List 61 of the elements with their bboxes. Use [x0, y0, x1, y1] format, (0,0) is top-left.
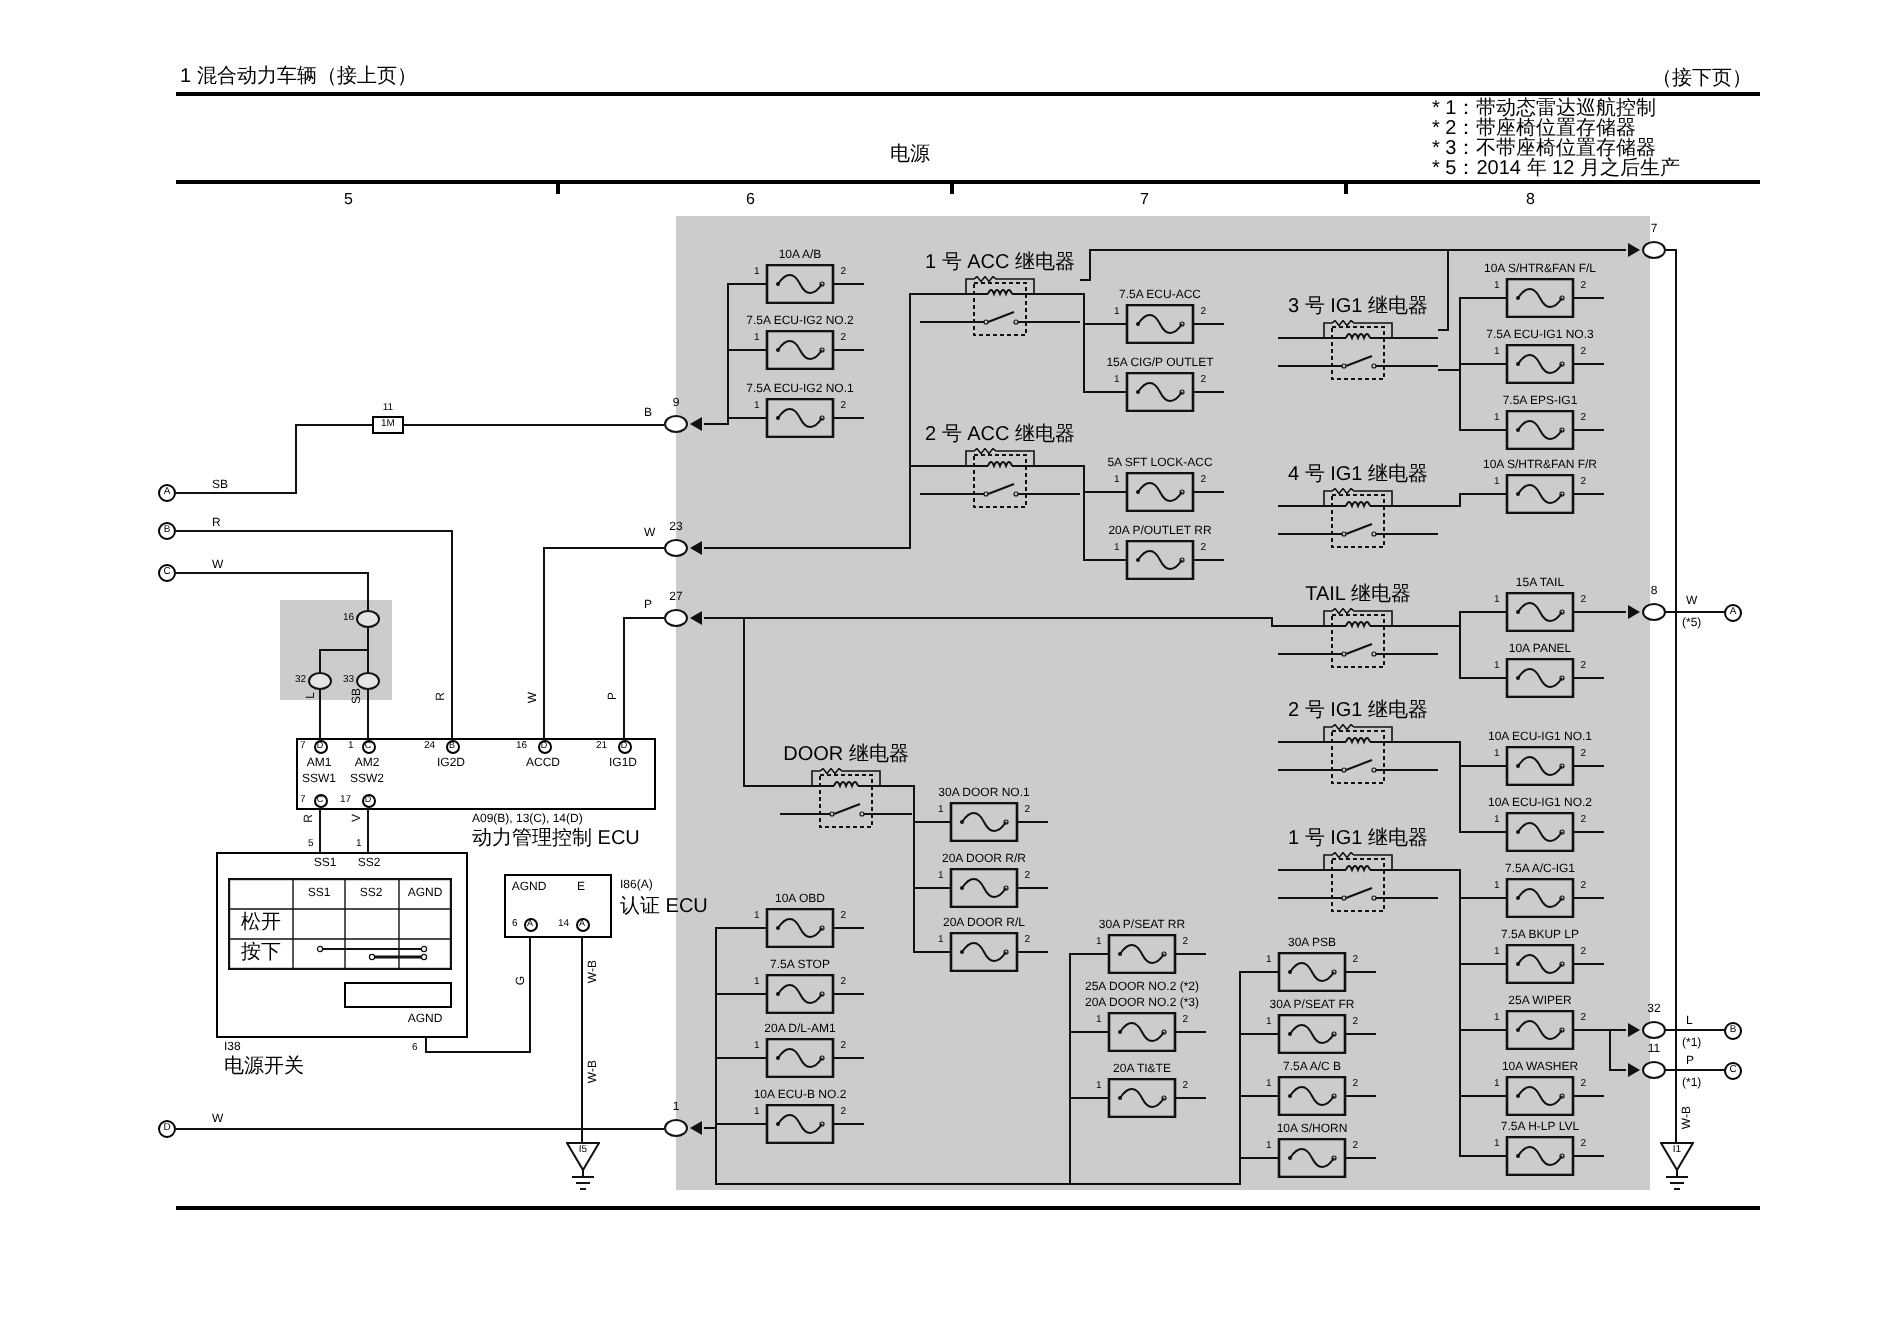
note: * 2：带座椅位置存储器 [1432, 120, 1637, 140]
wire [1437, 493, 1477, 507]
column-number: 5 [344, 190, 353, 208]
wire [1665, 1029, 1725, 1031]
wire [1079, 465, 1097, 561]
relay-label: TAIL 继电器 [1305, 584, 1411, 608]
relay-label: 1 号 IG1 继电器 [1287, 828, 1428, 852]
wire [319, 809, 321, 853]
table-row-label: 松开 [241, 911, 281, 935]
note: * 1：带动态雷达巡航控制 [1432, 100, 1657, 120]
relay-label: 2 号 IG1 继电器 [1287, 700, 1428, 724]
wire [581, 937, 583, 1143]
wire [911, 785, 921, 953]
wire [319, 689, 321, 739]
switch-box [216, 852, 468, 1038]
wire [1665, 249, 1677, 1143]
title: 1 混合动力车辆（接上页） [180, 66, 417, 90]
table-row-label: 按下 [241, 941, 281, 965]
relay-label: 1 号 ACC 继电器 [924, 252, 1075, 276]
wire [623, 617, 665, 739]
wire [175, 424, 373, 494]
wire [175, 530, 453, 739]
note: * 5：2014 年 12 月之后生产 [1432, 160, 1680, 180]
wire [1437, 869, 1477, 1157]
wire [1437, 249, 1627, 331]
wire [1665, 611, 1725, 613]
wire [1437, 741, 1477, 833]
wire [367, 627, 369, 673]
relay-label: DOOR 继电器 [783, 744, 909, 768]
ecu-box [504, 874, 612, 938]
wire [1603, 611, 1627, 613]
wire [703, 465, 921, 549]
ecu-box [296, 738, 656, 810]
relay-label: 4 号 IG1 继电器 [1287, 464, 1428, 488]
wire [543, 547, 665, 739]
wire [175, 1128, 665, 1130]
wire [403, 424, 665, 426]
wire [1437, 625, 1477, 679]
note: * 3：不带座椅位置存储器 [1432, 140, 1657, 160]
wire [1079, 293, 1097, 393]
junction-block [280, 600, 392, 700]
wire [367, 689, 369, 739]
component-caption: 动力管理控制 ECU [472, 828, 640, 852]
component-caption: 认证 ECU [620, 896, 708, 920]
header-text: 电源 [890, 144, 930, 168]
column-number: 8 [1526, 190, 1535, 208]
wire [1437, 369, 1477, 431]
relay-label: 3 号 IG1 继电器 [1287, 296, 1428, 320]
wire [703, 1127, 1249, 1185]
wire [703, 417, 737, 425]
column-number: 6 [746, 190, 755, 208]
relay-label: 2 号 ACC 继电器 [924, 424, 1075, 448]
wire [367, 809, 369, 853]
column-number: 7 [1140, 190, 1149, 208]
wire [175, 572, 369, 611]
wire [703, 617, 781, 787]
header-text: （接下页） [1652, 68, 1752, 92]
wire [425, 937, 531, 1053]
component-caption: 电源开关 [224, 1056, 304, 1080]
wire [1665, 1069, 1725, 1071]
wire [1603, 1029, 1627, 1071]
